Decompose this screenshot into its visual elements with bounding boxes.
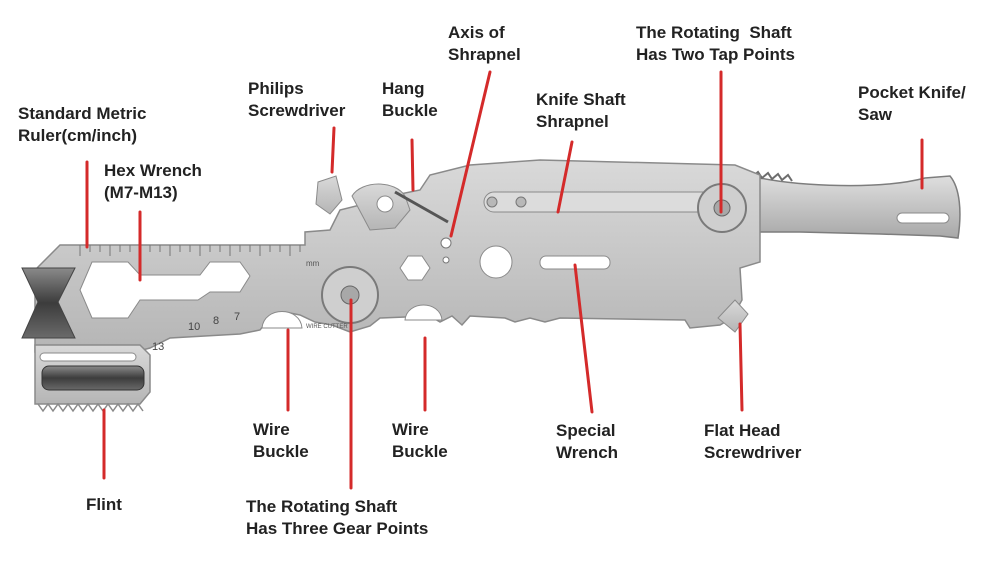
label-philips: Philips Screwdriver <box>248 78 345 122</box>
label-rotating-three-line1: The Rotating Shaft <box>246 497 398 516</box>
flint-serrations <box>37 402 144 413</box>
label-hex-wrench-line2: (M7-M13) <box>104 183 178 202</box>
label-pocket-knife-line2: Saw <box>858 105 893 124</box>
label-ruler-line1: Standard Metric <box>18 104 147 123</box>
label-wire-buckle-right-line2: Buckle <box>392 442 448 461</box>
blade-slot <box>896 212 950 224</box>
label-hex-wrench-line1: Hex Wrench <box>104 161 202 180</box>
label-ruler-line2: Ruler(cm/inch) <box>18 126 138 145</box>
hex-size-8: 8 <box>213 315 219 327</box>
label-knife-shaft: Knife Shaft Shrapnel <box>536 89 626 133</box>
label-wire-buckle-left: Wire Buckle <box>253 419 309 463</box>
label-flat-head-line1: Flat Head <box>704 421 781 440</box>
hex-size-7: 7 <box>234 311 240 323</box>
bottle-opener <box>21 267 76 339</box>
wire-buckle-notch-left <box>261 311 303 329</box>
leader-flat-head <box>738 322 744 412</box>
label-pocket-knife-line1: Pocket Knife/ <box>858 83 966 102</box>
flint-slot <box>39 352 137 362</box>
label-wire-buckle-right-line1: Wire <box>392 420 429 439</box>
hex-size-10: 10 <box>188 321 200 333</box>
ruler-unit: mm <box>306 259 320 268</box>
leader-axis-shrapnel <box>449 70 492 238</box>
label-axis-shrapnel: Axis of Shrapnel <box>448 22 521 66</box>
label-hang-buckle-line1: Hang <box>382 79 425 98</box>
label-wire-buckle-left-line1: Wire <box>253 420 290 439</box>
label-knife-shaft-line2: Shrapnel <box>536 112 609 131</box>
hex-size-13: 13 <box>152 341 164 353</box>
label-flat-head-line2: Screwdriver <box>704 443 802 462</box>
hex-nut-hole <box>399 255 431 281</box>
leader-special-wrench <box>573 263 594 414</box>
label-axis-shrapnel-line1: Axis of <box>448 23 505 42</box>
axis-small-hole <box>442 256 450 264</box>
knife-blade <box>734 171 961 239</box>
ruler-ticks <box>79 245 301 256</box>
hex-wrench-hole <box>79 261 251 319</box>
label-special-wrench-line1: Special <box>556 421 616 440</box>
label-axis-shrapnel-line2: Shrapnel <box>448 45 521 64</box>
label-rotating-two-line1: The Rotating Shaft <box>636 23 792 42</box>
label-rotating-two: The Rotating Shaft Has Two Tap Points <box>636 22 795 66</box>
label-wire-buckle-right: Wire Buckle <box>392 419 448 463</box>
label-flat-head: Flat Head Screwdriver <box>704 420 801 464</box>
label-rotating-three-line2: Has Three Gear Points <box>246 519 429 538</box>
label-philips-line1: Philips <box>248 79 304 98</box>
leader-philips <box>330 126 336 174</box>
round-hole <box>479 245 513 279</box>
label-ruler: Standard Metric Ruler(cm/inch) <box>18 103 146 147</box>
leader-knife-shaft <box>556 140 574 214</box>
label-rotating-three: The Rotating Shaft Has Three Gear Points <box>246 496 428 540</box>
label-wire-buckle-left-line2: Buckle <box>253 442 309 461</box>
philips-tip <box>315 175 343 215</box>
leader-hang-buckle <box>410 138 415 192</box>
label-knife-shaft-line1: Knife Shaft <box>536 90 626 109</box>
label-flint: Flint <box>86 494 122 516</box>
label-pocket-knife: Pocket Knife/ Saw <box>858 82 966 126</box>
shaft-pin-mid <box>515 196 527 208</box>
label-special-wrench-line2: Wrench <box>556 443 619 462</box>
label-philips-line2: Screwdriver <box>248 101 346 120</box>
wire-buckle-notch-right <box>404 304 443 321</box>
label-rotating-two-line2: Has Two Tap Points <box>636 45 795 64</box>
label-hang-buckle: Hang Buckle <box>382 78 438 122</box>
wire-cutter-mark: WIRE CUTTER <box>306 324 348 330</box>
spring-clip <box>394 190 449 224</box>
label-hang-buckle-line2: Buckle <box>382 101 438 120</box>
label-special-wrench: Special Wrench <box>556 420 618 464</box>
shaft-pin-left <box>486 196 498 208</box>
flint-rod <box>41 365 145 391</box>
hang-buckle-hole <box>376 195 394 213</box>
label-flint-line1: Flint <box>86 495 122 514</box>
label-hex-wrench: Hex Wrench (M7-M13) <box>104 160 202 204</box>
leader-lines <box>85 70 924 490</box>
shrapnel-axis <box>440 237 452 249</box>
